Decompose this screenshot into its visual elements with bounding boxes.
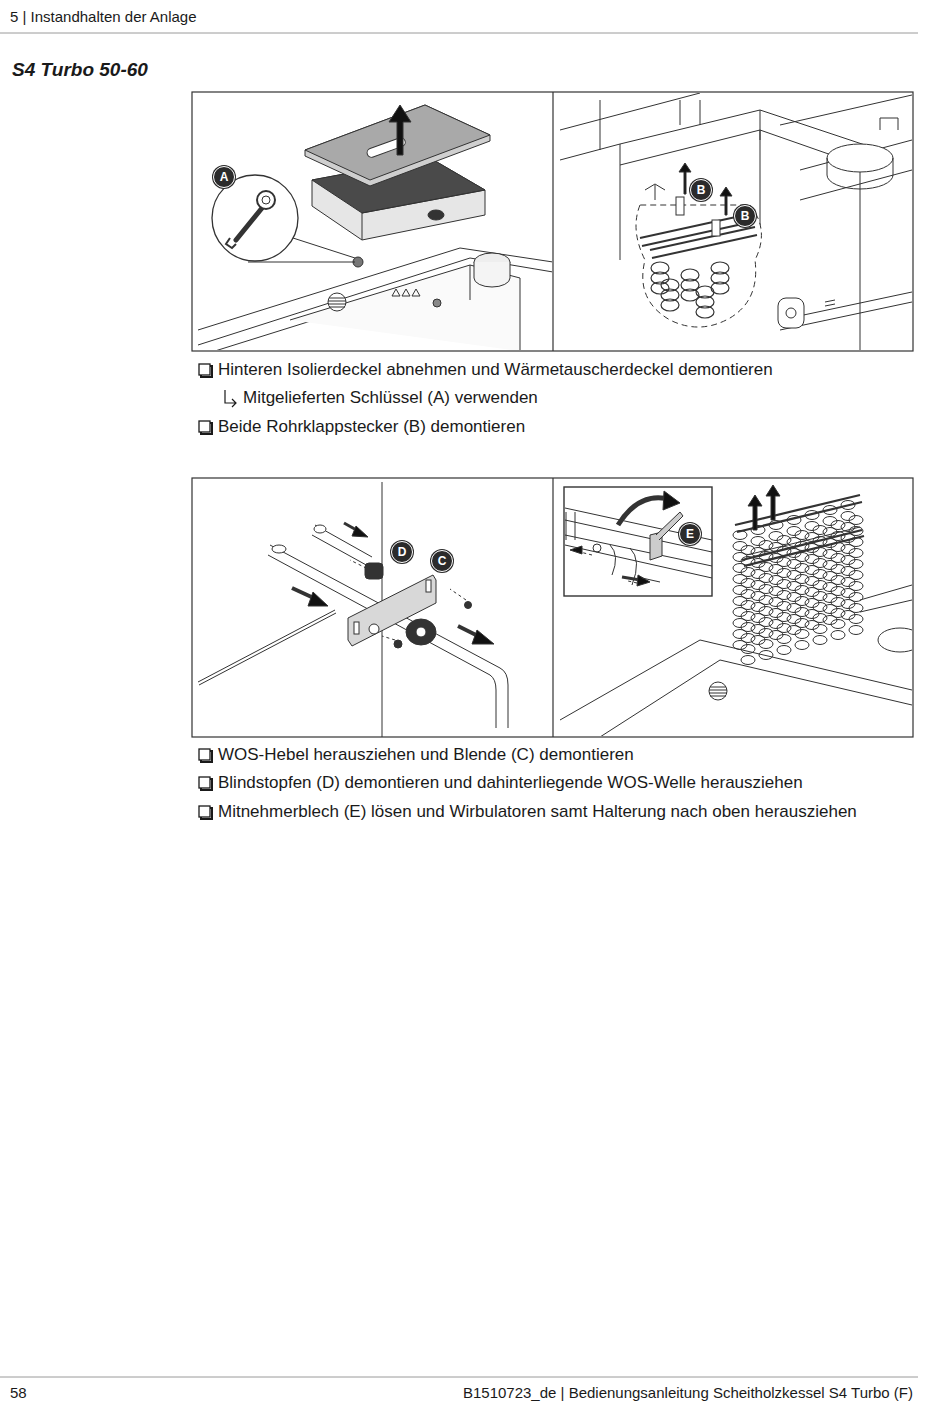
header-rule bbox=[0, 33, 918, 34]
shaft-removal-figure bbox=[198, 482, 508, 737]
instruction-step: Beide Rohrklappstecker (B) demontieren bbox=[218, 417, 525, 437]
instruction-step: Mitnehmerblech (E) lösen und Wirbulatore… bbox=[218, 802, 857, 822]
callout-letter: E bbox=[679, 523, 701, 545]
callout-letter: A bbox=[213, 166, 235, 188]
callout-text: B bbox=[697, 184, 706, 196]
section-title: S4 Turbo 50-60 bbox=[12, 58, 148, 82]
turbulator-removal-figure bbox=[560, 485, 922, 737]
instruction-step: Blindstopfen (D) demontieren und dahinte… bbox=[218, 773, 803, 793]
lid-removal-figure bbox=[198, 105, 553, 351]
callout-letter: B bbox=[690, 179, 712, 201]
callout-letter: C bbox=[431, 550, 453, 572]
instruction-step: Hinteren Isolierdeckel abnehmen und Wärm… bbox=[218, 360, 773, 380]
page-header: 5 | Instandhalten der Anlage bbox=[10, 7, 197, 27]
pin-removal-figure bbox=[560, 93, 912, 351]
callout-letter: D bbox=[391, 541, 413, 563]
instruction-step: WOS-Hebel herausziehen und Blende (C) de… bbox=[218, 745, 634, 765]
figure-frames bbox=[192, 92, 913, 737]
callout-text: E bbox=[686, 528, 694, 540]
callout-text: C bbox=[438, 555, 447, 567]
page-number: 58 bbox=[10, 1383, 27, 1403]
callout-text: A bbox=[220, 171, 229, 183]
callout-letter: B bbox=[734, 205, 756, 227]
callout-text: B bbox=[741, 210, 750, 222]
page-footer: B1510723_de | Bedienungsanleitung Scheit… bbox=[463, 1383, 913, 1403]
callout-text: D bbox=[398, 546, 407, 558]
footer-rule bbox=[0, 1377, 918, 1378]
instruction-hint: Mitgelieferten Schlüssel (A) verwenden bbox=[243, 388, 538, 408]
